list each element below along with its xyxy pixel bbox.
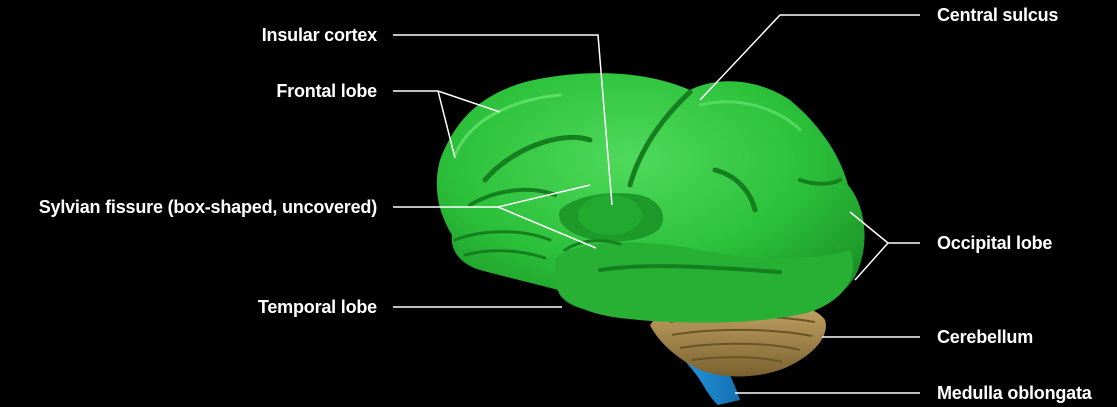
label-occipital-lobe: Occipital lobe: [937, 232, 1052, 254]
label-frontal-lobe: Frontal lobe: [276, 80, 377, 102]
label-temporal-lobe: Temporal lobe: [258, 296, 377, 318]
label-sylvian-fissure: Sylvian fissure (box-shaped, uncovered): [39, 196, 377, 218]
label-insular-cortex: Insular cortex: [262, 24, 377, 46]
label-central-sulcus: Central sulcus: [937, 4, 1058, 26]
label-cerebellum: Cerebellum: [937, 326, 1033, 348]
label-medulla-oblongata: Medulla oblongata: [937, 382, 1092, 404]
